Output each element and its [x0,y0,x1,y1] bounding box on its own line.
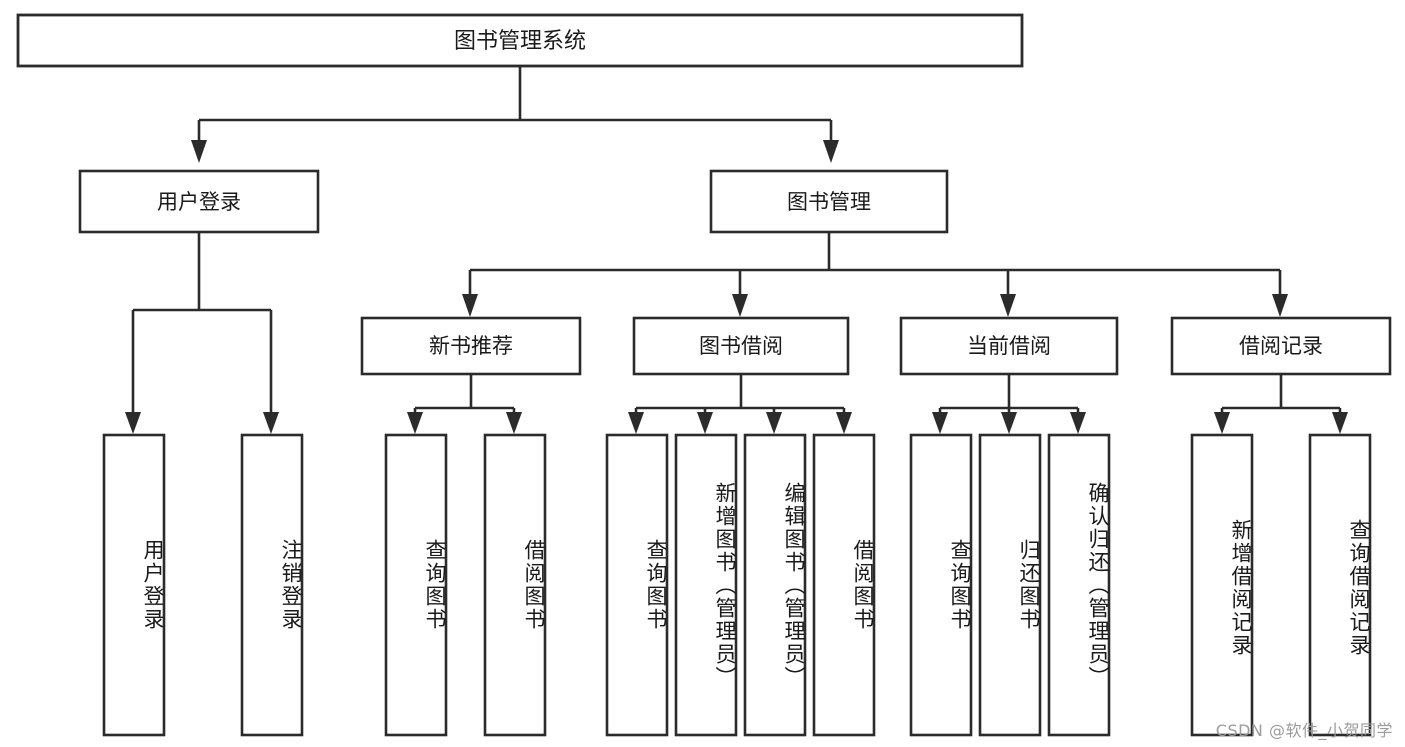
csdn-watermark: CSDN @软件_小贺同学 [1215,721,1393,740]
arrowhead-leaf-query-record [1332,412,1348,434]
node-book-borrow[interactable]: 图书借阅 [632,316,850,376]
new-book-box-rect[interactable] [360,316,582,376]
arrowhead-user-login [191,140,207,163]
connector-root-to-level2 [191,66,839,163]
connector-user-login-to-leaves [125,232,279,434]
user-login-box-label: 用户登录 [157,190,241,214]
connector-book-mgmt-to-level3 [462,232,1288,317]
arrowhead-leaf-query-book-2 [628,412,644,434]
node-book-management[interactable]: 图书管理 [709,169,949,234]
leaf-box-edit-book[interactable] [743,433,807,737]
leaf-box-add-book[interactable] [674,433,738,737]
node-new-book-recommend[interactable]: 新书推荐 [360,316,582,376]
node-borrow-record[interactable]: 借阅记录 [1170,316,1392,376]
arrowhead-leaf-user-login [125,412,141,434]
borrow-record-box-label: 借阅记录 [1239,334,1323,358]
arrowhead-leaf-confirm-return [1070,412,1086,434]
leaf-box-query-book-2[interactable] [605,433,669,737]
book-management-box-rect[interactable] [709,169,949,234]
borrow-record-box-rect[interactable] [1170,316,1392,376]
leaf-box-logout[interactable] [240,433,304,737]
leaf-box-query-record[interactable] [1308,433,1372,737]
leaf-box-user-login[interactable] [102,433,166,737]
arrowhead-leaf-logout [263,412,279,434]
root-box-label: 图书管理系统 [454,29,586,54]
arrowhead-leaf-borrow-book-1 [506,412,522,434]
new-book-box-label: 新书推荐 [429,334,513,358]
arrowhead-book-borrow [732,294,748,317]
book-borrow-box-rect[interactable] [632,316,850,376]
arrowhead-leaf-return-book [1001,412,1017,434]
connector-new-book-to-leaves [407,374,522,434]
root-box-rect[interactable] [16,13,1024,68]
arrowhead-new-book [462,294,478,317]
node-user-login[interactable]: 用户登录 [78,169,320,234]
leaf-box-confirm-return[interactable] [1047,433,1111,737]
node-root[interactable]: 图书管理系统 [16,13,1024,68]
connector-current-borrow-to-leaves [932,374,1086,434]
arrowhead-leaf-add-book [697,412,713,434]
book-borrow-box-label: 图书借阅 [699,334,783,358]
arrowhead-leaf-query-book-3 [932,412,948,434]
arrowhead-leaf-query-book-1 [407,412,423,434]
book-management-box-label: 图书管理 [787,190,871,214]
arrowhead-current-borrow [1000,294,1016,317]
leaf-box-query-book-3[interactable] [909,433,973,737]
leaf-box-borrow-book-2[interactable] [812,433,876,737]
leaf-box-add-record[interactable] [1190,433,1254,737]
leaf-box-borrow-book-1[interactable] [483,433,547,737]
arrowhead-book-mgmt [823,140,839,163]
current-borrow-box-label: 当前借阅 [967,334,1051,358]
current-borrow-box-rect[interactable] [899,316,1119,376]
arrowhead-leaf-borrow-book-2 [836,412,852,434]
leaf-box-return-book[interactable] [978,433,1042,737]
arrowhead-leaf-edit-book [766,412,782,434]
arrowhead-borrow-record [1272,294,1288,317]
leaf-box-query-book-1[interactable] [384,433,448,737]
arrowhead-leaf-add-record [1214,412,1230,434]
connector-book-borrow-to-leaves [628,374,852,434]
connector-borrow-record-to-leaves [1214,374,1348,434]
node-current-borrow[interactable]: 当前借阅 [899,316,1119,376]
